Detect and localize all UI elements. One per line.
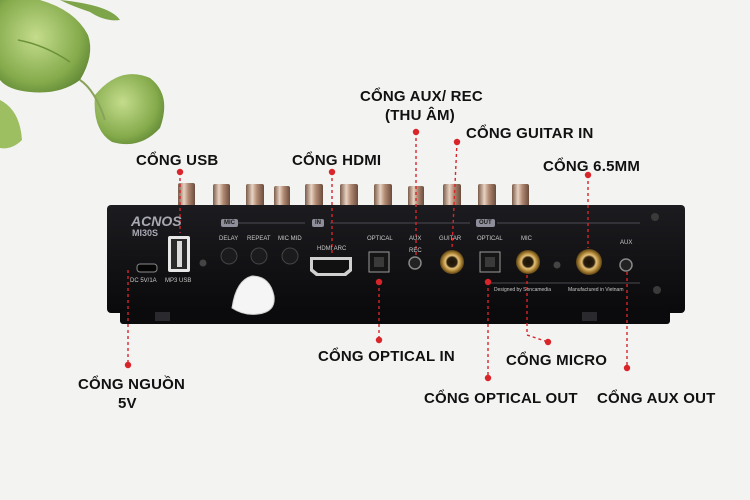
section-in-tag: IN bbox=[312, 219, 324, 227]
mic-mid-label: MIC MID bbox=[278, 236, 302, 242]
brand-logo: ACNOS bbox=[131, 213, 182, 229]
section-out-tag: OUT bbox=[476, 219, 495, 227]
callout-usb: CỔNG USB bbox=[136, 152, 219, 169]
callout-jack-65mm: CỔNG 6.5MM bbox=[543, 158, 641, 175]
aux-out-label: AUX bbox=[620, 240, 633, 246]
mic-trimmers[interactable] bbox=[220, 247, 299, 265]
optical-out-port[interactable] bbox=[479, 251, 501, 273]
callout-power-line2: 5V bbox=[118, 395, 137, 412]
callout-aux-out: CỔNG AUX OUT bbox=[597, 390, 716, 407]
section-mic-tag: MIC bbox=[221, 219, 238, 227]
optical-in-port[interactable] bbox=[368, 251, 390, 273]
designed-by-label: Designed by Soncamedia bbox=[494, 287, 551, 293]
aux-rec-jack[interactable] bbox=[408, 256, 422, 270]
mic-out-label: MIC bbox=[521, 236, 532, 242]
manufactured-label: Manufactured in Vietnam bbox=[568, 287, 624, 293]
dc-port[interactable] bbox=[136, 263, 158, 273]
repeat-label: REPEAT bbox=[247, 236, 271, 242]
jack-65mm[interactable] bbox=[576, 249, 602, 275]
callout-aux-rec-line2: (THU ÂM) bbox=[385, 107, 455, 124]
callout-lines bbox=[127, 132, 628, 378]
mic-jack[interactable] bbox=[516, 250, 540, 274]
aux-out-jack[interactable] bbox=[619, 258, 633, 272]
delay-label: DELAY bbox=[219, 236, 239, 242]
rec-label: REC bbox=[409, 248, 422, 254]
usb-port[interactable] bbox=[168, 236, 190, 272]
screws bbox=[199, 213, 661, 294]
plant-leaves bbox=[0, 0, 165, 149]
callout-guitar: CỔNG GUITAR IN bbox=[466, 125, 594, 142]
dc-label: DC 5V/1A bbox=[130, 278, 157, 284]
callout-dots bbox=[124, 128, 631, 382]
callout-hdmi: CỔNG HDMI bbox=[292, 152, 382, 169]
guitar-label: GUITAR bbox=[439, 236, 462, 242]
section-lines bbox=[238, 222, 640, 284]
model-name: MI30S bbox=[132, 228, 159, 238]
callout-aux-rec-line1: CỔNG AUX/ REC bbox=[360, 88, 483, 105]
cable-clip bbox=[231, 275, 275, 315]
guitar-jack[interactable] bbox=[440, 250, 464, 274]
hdmi-port[interactable] bbox=[310, 257, 352, 276]
callout-optical-out: CỔNG OPTICAL OUT bbox=[424, 390, 578, 407]
aux-label: AUX bbox=[409, 236, 422, 242]
hdmi-arc-label: HDMI ARC bbox=[317, 246, 347, 252]
optical-in-label: OPTICAL bbox=[367, 236, 393, 242]
callout-micro: CỔNG MICRO bbox=[506, 352, 608, 369]
callout-power-line1: CỔNG NGUỒN bbox=[78, 376, 185, 393]
optical-out-label: OPTICAL bbox=[477, 236, 503, 242]
mp3-usb-label: MP3 USB bbox=[165, 278, 192, 284]
callout-optical-in: CỔNG OPTICAL IN bbox=[318, 348, 455, 365]
top-knobs bbox=[178, 183, 529, 207]
